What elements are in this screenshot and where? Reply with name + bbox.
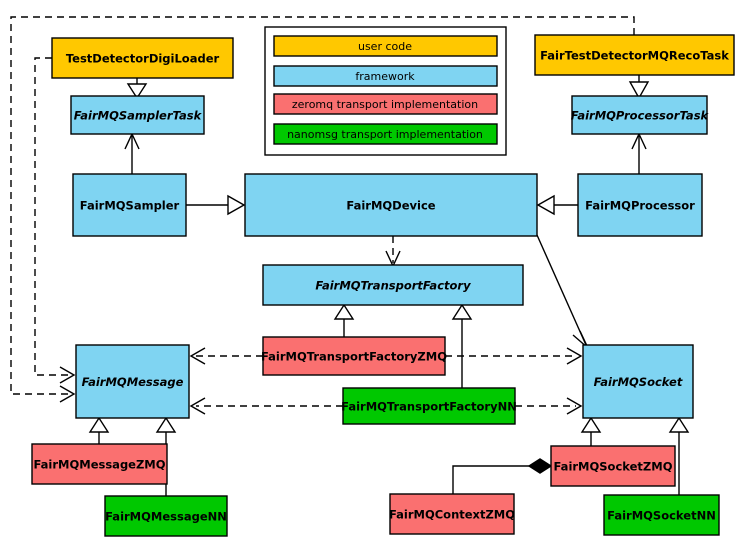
class-node-label-FairMQDevice: FairMQDevice	[346, 199, 435, 213]
class-node-box-FairTestDetectorMQRecoTask[interactable]	[534, 34, 735, 76]
class-node-label-FairMQSocketZMQ: FairMQSocketZMQ	[554, 460, 673, 474]
class-node-label-TestDetectorDigiLoader: TestDetectorDigiLoader	[66, 52, 220, 66]
arrowhead-digiloader-to-samplertask	[126, 83, 148, 100]
arrowhead-factoryzmq-to-factory	[333, 303, 355, 320]
class-node-FairMQDevice[interactable]: FairMQDevice	[244, 173, 538, 237]
legend-swatch-framework	[273, 65, 498, 87]
arrowhead-factorynn-to-factory	[451, 303, 473, 320]
class-node-label-FairMQMessageZMQ: FairMQMessageZMQ	[33, 458, 165, 472]
legend-swatch-zeromq	[273, 93, 498, 115]
arrowhead-factoryzmq-to-socket	[566, 347, 583, 365]
class-node-label-FairMQMessage: FairMQMessage	[82, 375, 184, 389]
class-node-TestDetectorDigiLoader[interactable]: TestDetectorDigiLoader	[51, 37, 234, 79]
class-node-FairMQMessageNN[interactable]: FairMQMessageNN	[104, 495, 228, 537]
class-node-FairMQMessageZMQ[interactable]: FairMQMessageZMQ	[31, 443, 168, 485]
class-node-box-FairMQTransportFactory[interactable]	[262, 264, 524, 306]
class-node-FairMQProcessorTask[interactable]: FairMQProcessorTask	[571, 95, 710, 135]
legend-label-framework: framework	[355, 70, 415, 83]
class-node-box-FairMQSampler[interactable]	[72, 173, 187, 237]
arrowhead-recotask-to-message	[59, 385, 76, 403]
legend-label-nanomsg: nanomsg transport implementation	[287, 128, 483, 141]
edge-group-routed-dependencies	[10, 16, 635, 415]
arrowhead-messagenn-to-message	[155, 416, 177, 433]
class-node-FairMQMessage[interactable]: FairMQMessage	[75, 344, 190, 419]
arrowhead-factoryzmq-to-message	[189, 347, 206, 365]
legend: user code framework zeromq transport imp…	[264, 26, 507, 156]
class-node-FairMQTransportFactory[interactable]: FairMQTransportFactory	[262, 264, 524, 306]
diamond-contextzmq-socketzmq	[527, 458, 553, 474]
class-node-label-FairMQMessageNN: FairMQMessageNN	[105, 510, 227, 524]
class-node-label-FairMQSampler: FairMQSampler	[80, 199, 180, 213]
legend-label-zeromq: zeromq transport implementation	[292, 98, 478, 111]
legend-swatch-user-code	[273, 35, 498, 57]
class-node-FairMQSocketNN[interactable]: FairMQSocketNN	[603, 494, 720, 536]
class-node-box-FairMQContextZMQ[interactable]	[389, 493, 515, 535]
edge-contextzmq-to-socketzmq	[452, 465, 541, 494]
edge-digiloader-to-message	[34, 57, 69, 376]
class-node-label-FairMQTransportFactoryZMQ: FairMQTransportFactoryZMQ	[261, 350, 447, 364]
legend-label-user-code: user code	[358, 40, 412, 53]
class-node-FairMQSampler[interactable]: FairMQSampler	[72, 173, 187, 237]
class-node-label-FairMQTransportFactory: FairMQTransportFactory	[315, 279, 471, 293]
class-node-label-FairMQProcessorTask: FairMQProcessorTask	[571, 109, 710, 123]
arrowhead-processor-to-device	[536, 194, 555, 216]
class-node-FairTestDetectorMQRecoTask[interactable]: FairTestDetectorMQRecoTask	[534, 34, 735, 76]
class-node-box-FairMQDevice[interactable]	[244, 173, 538, 237]
class-node-FairMQSamplerTask[interactable]: FairMQSamplerTask	[70, 95, 205, 135]
class-node-FairMQTransportFactoryZMQ[interactable]: FairMQTransportFactoryZMQ	[261, 336, 447, 376]
class-node-label-FairMQSamplerTask: FairMQSamplerTask	[74, 109, 203, 123]
edge-recotask-to-message	[10, 16, 635, 395]
class-node-box-FairMQProcessor[interactable]	[577, 173, 703, 237]
class-node-FairMQProcessor[interactable]: FairMQProcessor	[577, 173, 703, 237]
arrowhead-factorynn-to-socket	[566, 397, 583, 415]
legend-swatch-nanomsg	[273, 123, 498, 145]
class-node-label-FairMQSocketNN: FairMQSocketNN	[607, 509, 716, 523]
edge-device-to-socket	[536, 234, 587, 346]
class-node-FairMQSocketZMQ[interactable]: FairMQSocketZMQ	[550, 445, 676, 487]
class-node-label-FairMQProcessor: FairMQProcessor	[585, 199, 695, 213]
class-node-box-FairMQMessageZMQ[interactable]	[31, 443, 168, 485]
class-node-box-FairMQSamplerTask[interactable]	[70, 95, 205, 135]
arrowhead-recotask-to-processortask	[628, 81, 650, 100]
arrowhead-digiloader-to-message	[59, 366, 76, 384]
arrowhead-factorynn-to-message	[189, 397, 206, 415]
class-node-FairMQContextZMQ[interactable]: FairMQContextZMQ	[389, 493, 515, 535]
arrowhead-socketnn-to-socket	[668, 416, 690, 433]
class-node-box-FairMQProcessorTask[interactable]	[571, 95, 708, 135]
class-node-layer: TestDetectorDigiLoader FairTestDetectorMQ…	[31, 34, 735, 537]
arrowhead-messagezmq-to-message	[88, 416, 110, 433]
class-node-box-FairMQTransportFactoryNN[interactable]	[342, 387, 516, 425]
class-node-label-FairTestDetectorMQRecoTask: FairTestDetectorMQRecoTask	[540, 49, 729, 63]
class-node-FairMQSocket[interactable]: FairMQSocket	[582, 344, 694, 419]
class-node-label-FairMQContextZMQ: FairMQContextZMQ	[389, 508, 515, 522]
class-node-box-FairMQMessageNN[interactable]	[104, 495, 228, 537]
class-node-FairMQTransportFactoryNN[interactable]: FairMQTransportFactoryNN	[341, 387, 517, 425]
class-node-box-FairMQMessage[interactable]	[75, 344, 190, 419]
class-node-label-FairMQSocket: FairMQSocket	[594, 375, 683, 389]
class-node-box-FairMQSocketNN[interactable]	[603, 494, 720, 536]
class-node-box-FairMQTransportFactoryZMQ[interactable]	[262, 336, 446, 376]
class-node-box-FairMQSocket[interactable]	[582, 344, 694, 419]
class-node-box-FairMQSocketZMQ[interactable]	[550, 445, 676, 487]
class-node-box-TestDetectorDigiLoader[interactable]	[51, 37, 234, 79]
class-node-label-FairMQTransportFactoryNN: FairMQTransportFactoryNN	[341, 400, 517, 414]
arrowhead-sampler-to-device	[227, 194, 246, 216]
arrowhead-socketzmq-to-socket	[580, 416, 602, 433]
